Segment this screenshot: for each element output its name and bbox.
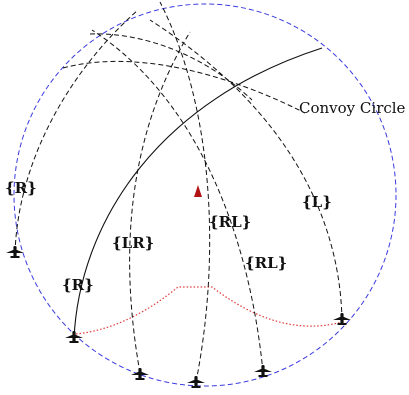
- dashed-path-r-left: [14, 9, 139, 254]
- path-label-rl-mid: {RL}: [209, 213, 251, 231]
- dashed-path-rl-mid: [159, 1, 211, 383]
- path-label-r-lower: {R}: [62, 276, 94, 294]
- dashed-path-cross-a: [62, 60, 306, 114]
- path-label-l: {L}: [302, 193, 332, 211]
- diagram-title: Convoy Circle: [299, 99, 406, 117]
- aircraft-icon: [131, 368, 149, 380]
- aircraft-icon: [187, 376, 205, 388]
- solid-path-r: [73, 47, 323, 339]
- path-label-lr: {LR}: [112, 234, 154, 252]
- ship-marker: [194, 185, 202, 197]
- convoy-circle: [13, 3, 397, 387]
- dashed-path-lr: [129, 31, 191, 374]
- aircraft-icon: [333, 313, 351, 325]
- aircraft-icon: [65, 331, 83, 343]
- path-label-r-left: {R}: [5, 179, 37, 197]
- dashed-path-rl-right: [91, 29, 264, 373]
- coverage-boundary: [75, 286, 343, 335]
- dashed-path-l: [149, 19, 343, 321]
- path-label-rl-right: {RL}: [245, 254, 287, 272]
- aircraft-icon: [6, 246, 24, 258]
- dashed-path-cross-b: [89, 33, 253, 101]
- aircraft-icon: [254, 365, 272, 377]
